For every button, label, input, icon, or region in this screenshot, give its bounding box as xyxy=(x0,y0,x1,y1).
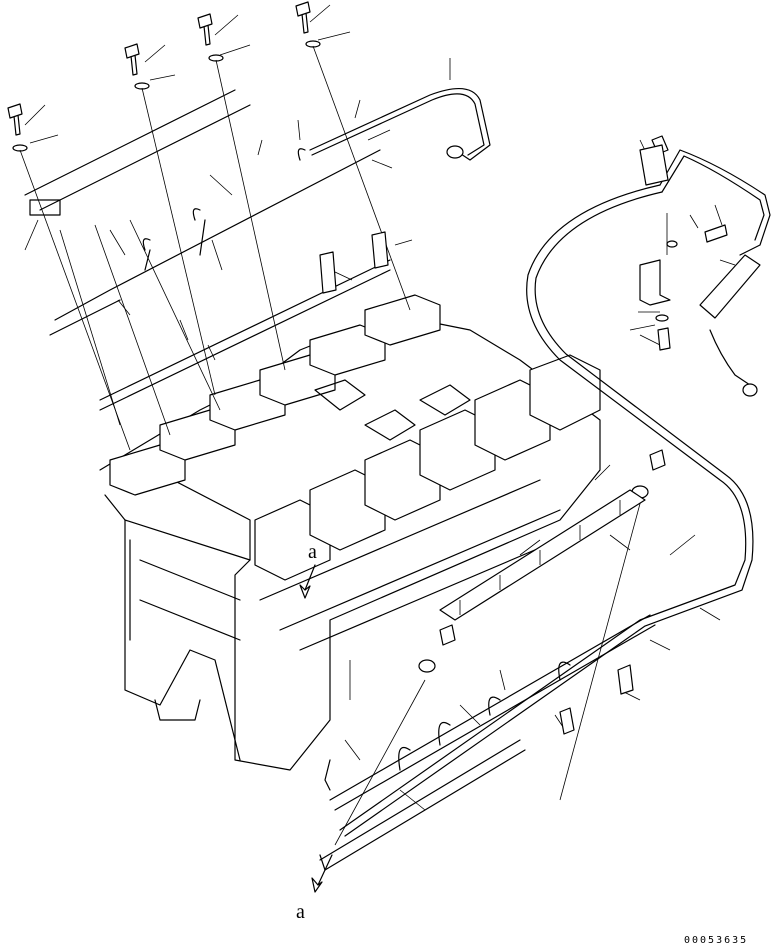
right-harness xyxy=(319,449,666,871)
bolts-top xyxy=(7,1,321,152)
cover-plate xyxy=(439,489,646,621)
detail-label-lower: a xyxy=(296,901,305,923)
drawing-code: 00053635 xyxy=(684,935,748,946)
long-tube-loop xyxy=(339,135,771,837)
assembly-guide-lines xyxy=(19,45,411,451)
clamp-assembly xyxy=(639,213,761,397)
leader-lines xyxy=(24,4,736,811)
detail-label-upper: a xyxy=(308,541,317,563)
cylinder-head-covers xyxy=(109,294,441,496)
detail-callout xyxy=(299,564,333,893)
left-harness xyxy=(24,89,391,411)
right-bank-heads xyxy=(254,354,601,581)
engine-block xyxy=(99,294,601,771)
fuel-tube-top xyxy=(309,88,491,294)
